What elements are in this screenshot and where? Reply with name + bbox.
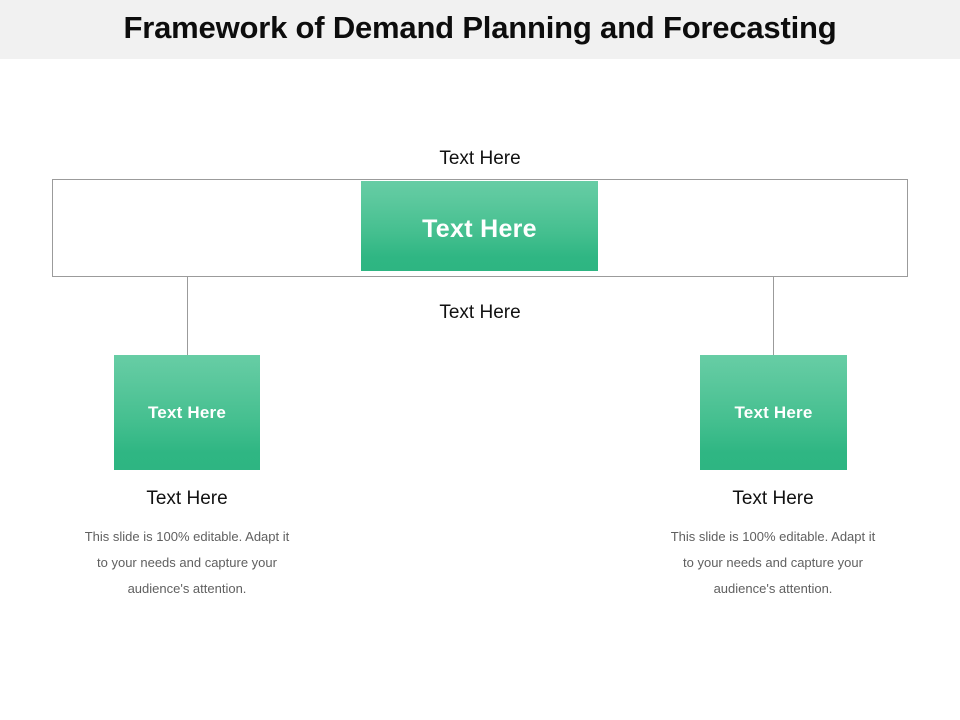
caption-body-left: This slide is 100% editable. Adapt it to… (84, 529, 290, 596)
caption-body-right: This slide is 100% editable. Adapt it to… (670, 529, 876, 596)
top-level-label: Text Here (439, 148, 521, 169)
mid-level-label: Text Here (439, 302, 521, 323)
node-box-left[interactable]: Text Here (114, 355, 260, 470)
node-box-top-label: Text Here (422, 215, 537, 243)
header-band (0, 0, 960, 59)
connector-line-right (773, 277, 774, 355)
caption-block-left: Text Here This slide is 100% editable. A… (47, 488, 327, 602)
node-box-left-label: Text Here (147, 403, 227, 422)
hierarchy-container-rect (52, 179, 908, 277)
caption-block-right: Text Here This slide is 100% editable. A… (633, 488, 913, 602)
node-box-right[interactable]: Text Here (700, 355, 847, 470)
caption-title-left: Text Here (146, 488, 228, 509)
node-box-right-label: Text Here (734, 403, 813, 422)
node-box-top[interactable]: Text Here (361, 181, 598, 271)
connector-line-left (187, 277, 188, 355)
caption-title-right: Text Here (732, 488, 814, 509)
page-title: Framework of Demand Planning and Forecas… (123, 10, 837, 45)
